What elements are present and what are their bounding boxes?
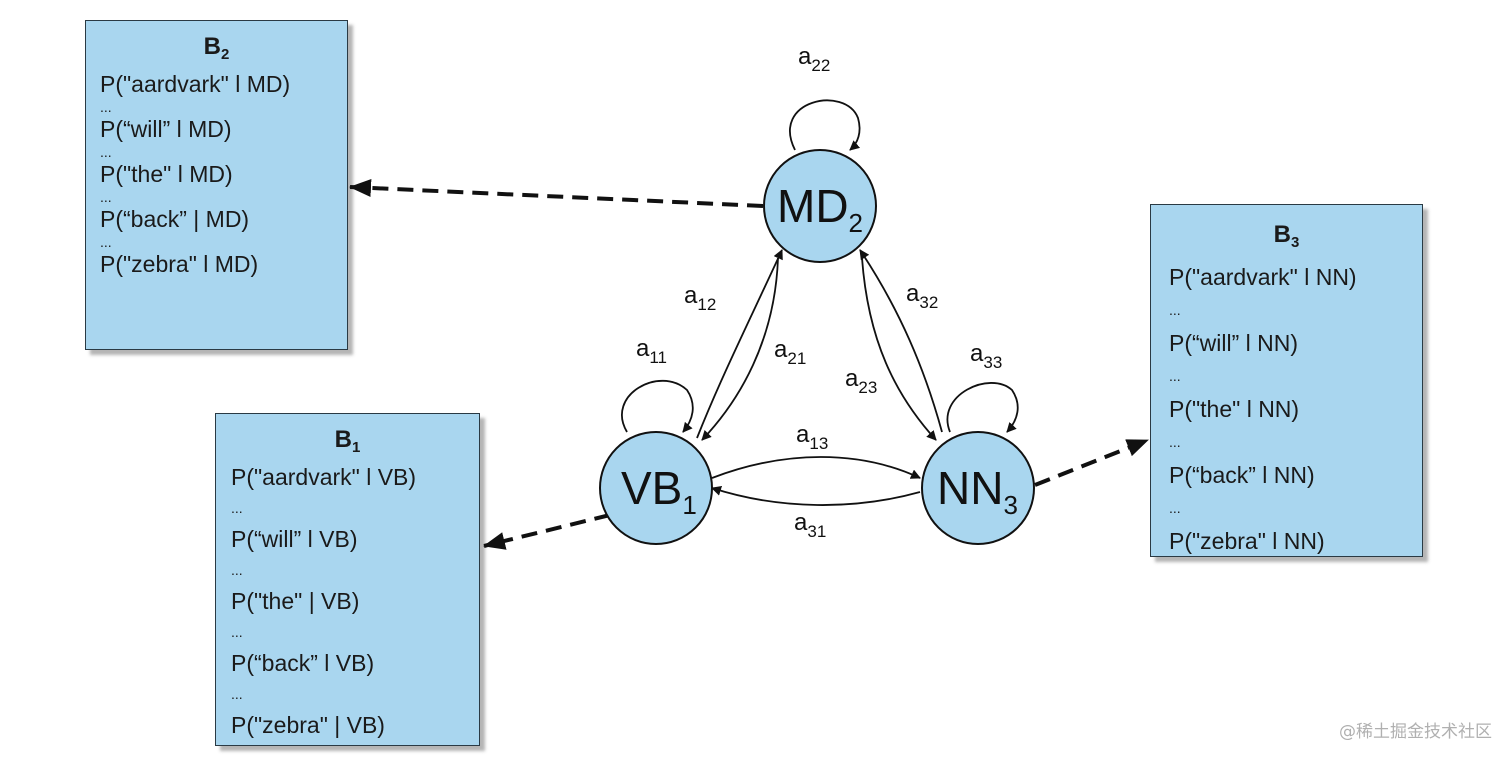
emission-line: P("the" l NN) (1169, 396, 1300, 422)
emission-line: P("the" | VB) (231, 588, 360, 614)
emission-ellipsis: ... (231, 500, 243, 516)
state-node-vb (599, 431, 713, 545)
emission-box-b1: B1 P("aardvark" l VB) ... P(“will” l VB)… (215, 413, 480, 746)
emission-ellipsis: ... (100, 189, 112, 205)
emission-title-b1: B1 (334, 426, 361, 456)
emission-line: P(“will” l MD) (100, 116, 232, 142)
transition-a32 (859, 249, 943, 433)
emission-line: P("aardvark" l NN) (1169, 264, 1357, 290)
transition-a31 (711, 486, 921, 506)
emission-line: P("zebra" l NN) (1169, 528, 1325, 554)
transition-a21 (701, 257, 779, 441)
emission-ellipsis: ... (100, 144, 112, 160)
emission-ellipsis: ... (100, 234, 112, 250)
emission-ellipsis: ... (100, 99, 112, 115)
state-label-vb: VB1 (621, 462, 697, 520)
transition-a13 (711, 456, 921, 479)
emission-ellipsis: ... (1169, 368, 1181, 384)
emission-line: P("aardvark" l VB) (231, 464, 417, 490)
emission-box-b3: B3 P("aardvark" l NN) ... P(“will” l NN)… (1150, 204, 1423, 557)
emission-ellipsis: ... (1169, 302, 1181, 318)
edge-label-a12: a12 (684, 282, 716, 314)
self-loop-a22 (789, 99, 861, 151)
emission-line: P("zebra" l MD) (100, 251, 259, 277)
emission-ellipsis: ... (231, 562, 243, 578)
edge-label-a31: a31 (794, 509, 826, 541)
emission-line: P(“back” | MD) (100, 206, 250, 232)
emission-ellipsis: ... (231, 624, 243, 640)
emission-line: P("zebra" | VB) (231, 712, 385, 738)
self-loop-a33 (946, 382, 1019, 433)
emission-line: P(“back” l VB) (231, 650, 375, 676)
emission-arrow-vb-b1 (483, 513, 611, 550)
state-node-md (763, 149, 877, 263)
edge-label-a21: a21 (774, 336, 806, 368)
emission-ellipsis: ... (231, 686, 243, 702)
emission-line: P("the" l MD) (100, 161, 233, 187)
emission-arrow-nn-b3 (1034, 438, 1149, 487)
transition-a23 (861, 257, 937, 441)
emission-line: P(“back” l NN) (1169, 462, 1315, 488)
emission-box-b2: B2 P("aardvark" l MD) ... P(“will” l MD)… (85, 20, 348, 350)
emission-line: P("aardvark" l MD) (100, 71, 291, 97)
emission-title-b2: B2 (203, 33, 230, 63)
edge-label-a13: a13 (796, 421, 828, 453)
transition-a12 (696, 249, 783, 439)
state-label-nn: NN3 (937, 462, 1018, 520)
edge-label-a11: a11 (636, 335, 667, 367)
emission-line: P(“will” l VB) (231, 526, 358, 552)
emission-ellipsis: ... (1169, 434, 1181, 450)
self-loop-a11 (621, 379, 694, 433)
emission-arrow-md-b2 (349, 178, 764, 208)
edge-label-a32: a32 (906, 280, 938, 312)
emission-title-b3: B3 (1273, 221, 1300, 251)
state-label-md: MD2 (777, 180, 863, 238)
watermark: @稀土掘金技术社区 (1339, 722, 1492, 742)
state-node-nn (921, 431, 1035, 545)
edge-label-a23: a23 (845, 365, 877, 397)
edge-label-a33: a33 (970, 340, 1002, 372)
emission-line: P(“will” l NN) (1169, 330, 1299, 356)
edge-label-a22: a22 (798, 43, 830, 75)
emission-ellipsis: ... (1169, 500, 1181, 516)
